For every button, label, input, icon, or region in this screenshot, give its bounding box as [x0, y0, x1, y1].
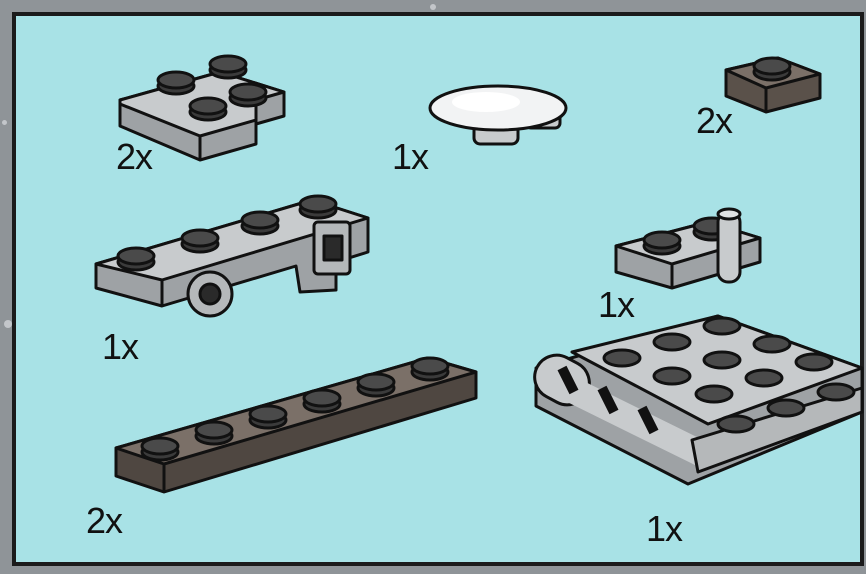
background-speck [430, 4, 436, 10]
background-speck [4, 320, 12, 328]
small-plate-icon [722, 40, 826, 118]
dish-icon [426, 72, 576, 162]
quantity-label: 1x [392, 136, 428, 178]
background-speck [2, 120, 7, 125]
long-plate-icon [112, 352, 482, 502]
quantity-label: 1x [646, 508, 682, 550]
quantity-label: 2x [116, 136, 152, 178]
parts-list-panel: 2x 1x 2x [12, 12, 864, 566]
bar-plate-icon [612, 202, 772, 298]
hitch-plate-icon [92, 196, 382, 336]
hinge-plate-icon [532, 312, 866, 502]
quantity-label: 2x [86, 500, 122, 542]
quantity-label: 2x [696, 100, 732, 142]
